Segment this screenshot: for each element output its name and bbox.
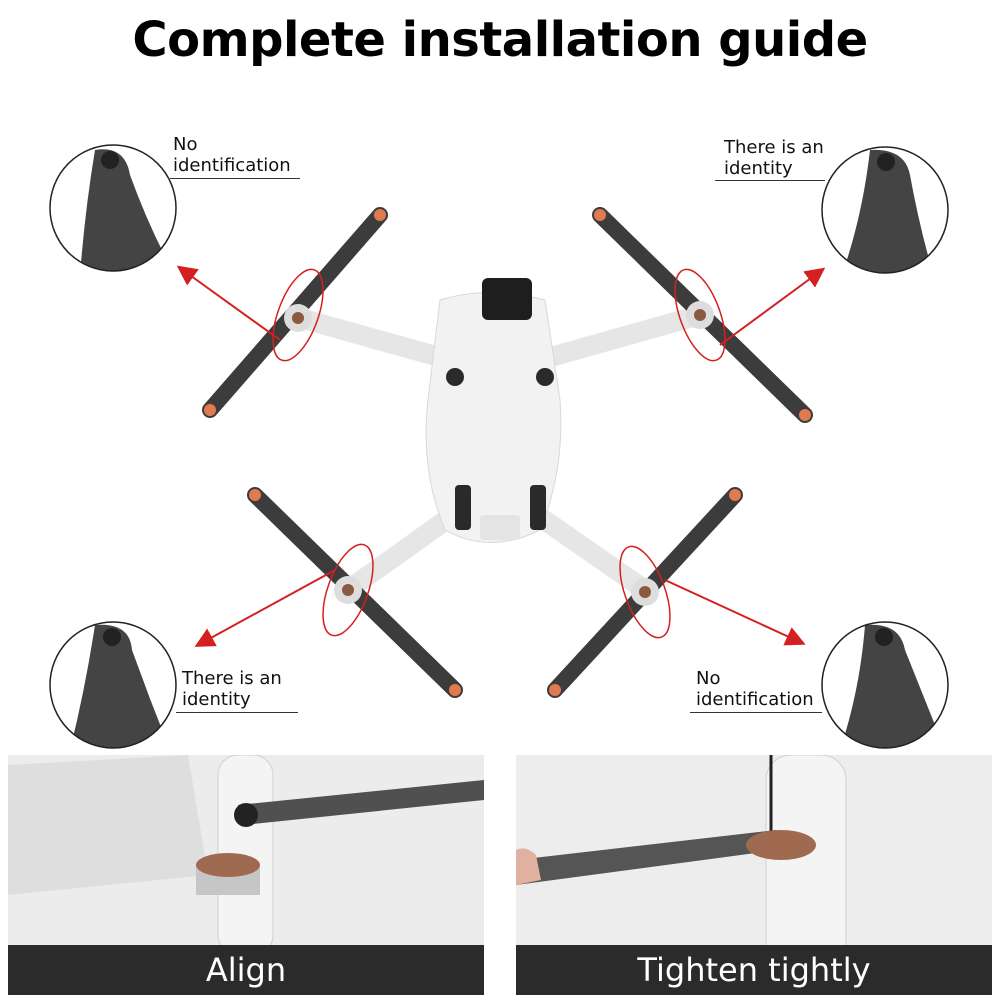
callout-line1: No xyxy=(173,134,198,155)
red-arrows xyxy=(176,265,826,647)
callout-line2: identity xyxy=(182,689,251,710)
step-caption: Tighten tightly xyxy=(516,945,992,995)
inset-top-left xyxy=(49,144,177,272)
highlight-ellipses xyxy=(272,268,726,639)
callout-line2: identification xyxy=(173,155,291,176)
drone-diagram xyxy=(49,144,949,749)
callout-line2: identification xyxy=(696,689,814,710)
callout-bottom-right: No identification xyxy=(696,668,814,710)
callout-bottom-left: There is an identity xyxy=(182,668,282,710)
callout-underline xyxy=(170,178,300,179)
callout-line1: There is an xyxy=(182,668,282,689)
drone-body xyxy=(425,278,562,543)
propellers xyxy=(202,207,813,698)
inset-top-right xyxy=(821,146,949,274)
callout-line2: identity xyxy=(724,158,793,179)
page-title: Complete installation guide xyxy=(132,12,868,68)
callout-top-right: There is an identity xyxy=(724,137,824,179)
drone-arms xyxy=(290,305,710,600)
callout-line1: There is an xyxy=(724,137,824,158)
callout-line1: No xyxy=(696,668,721,689)
step-caption: Align xyxy=(8,945,484,995)
callout-underline xyxy=(176,712,298,713)
callout-top-left: No identification xyxy=(173,134,291,176)
inset-bottom-right xyxy=(821,621,949,749)
callout-underline xyxy=(690,712,822,713)
callout-underline xyxy=(715,180,825,181)
step-tighten-photo: Tighten tightly xyxy=(516,755,992,995)
inset-bottom-left xyxy=(49,621,177,749)
step-align-photo: Align xyxy=(8,755,484,995)
